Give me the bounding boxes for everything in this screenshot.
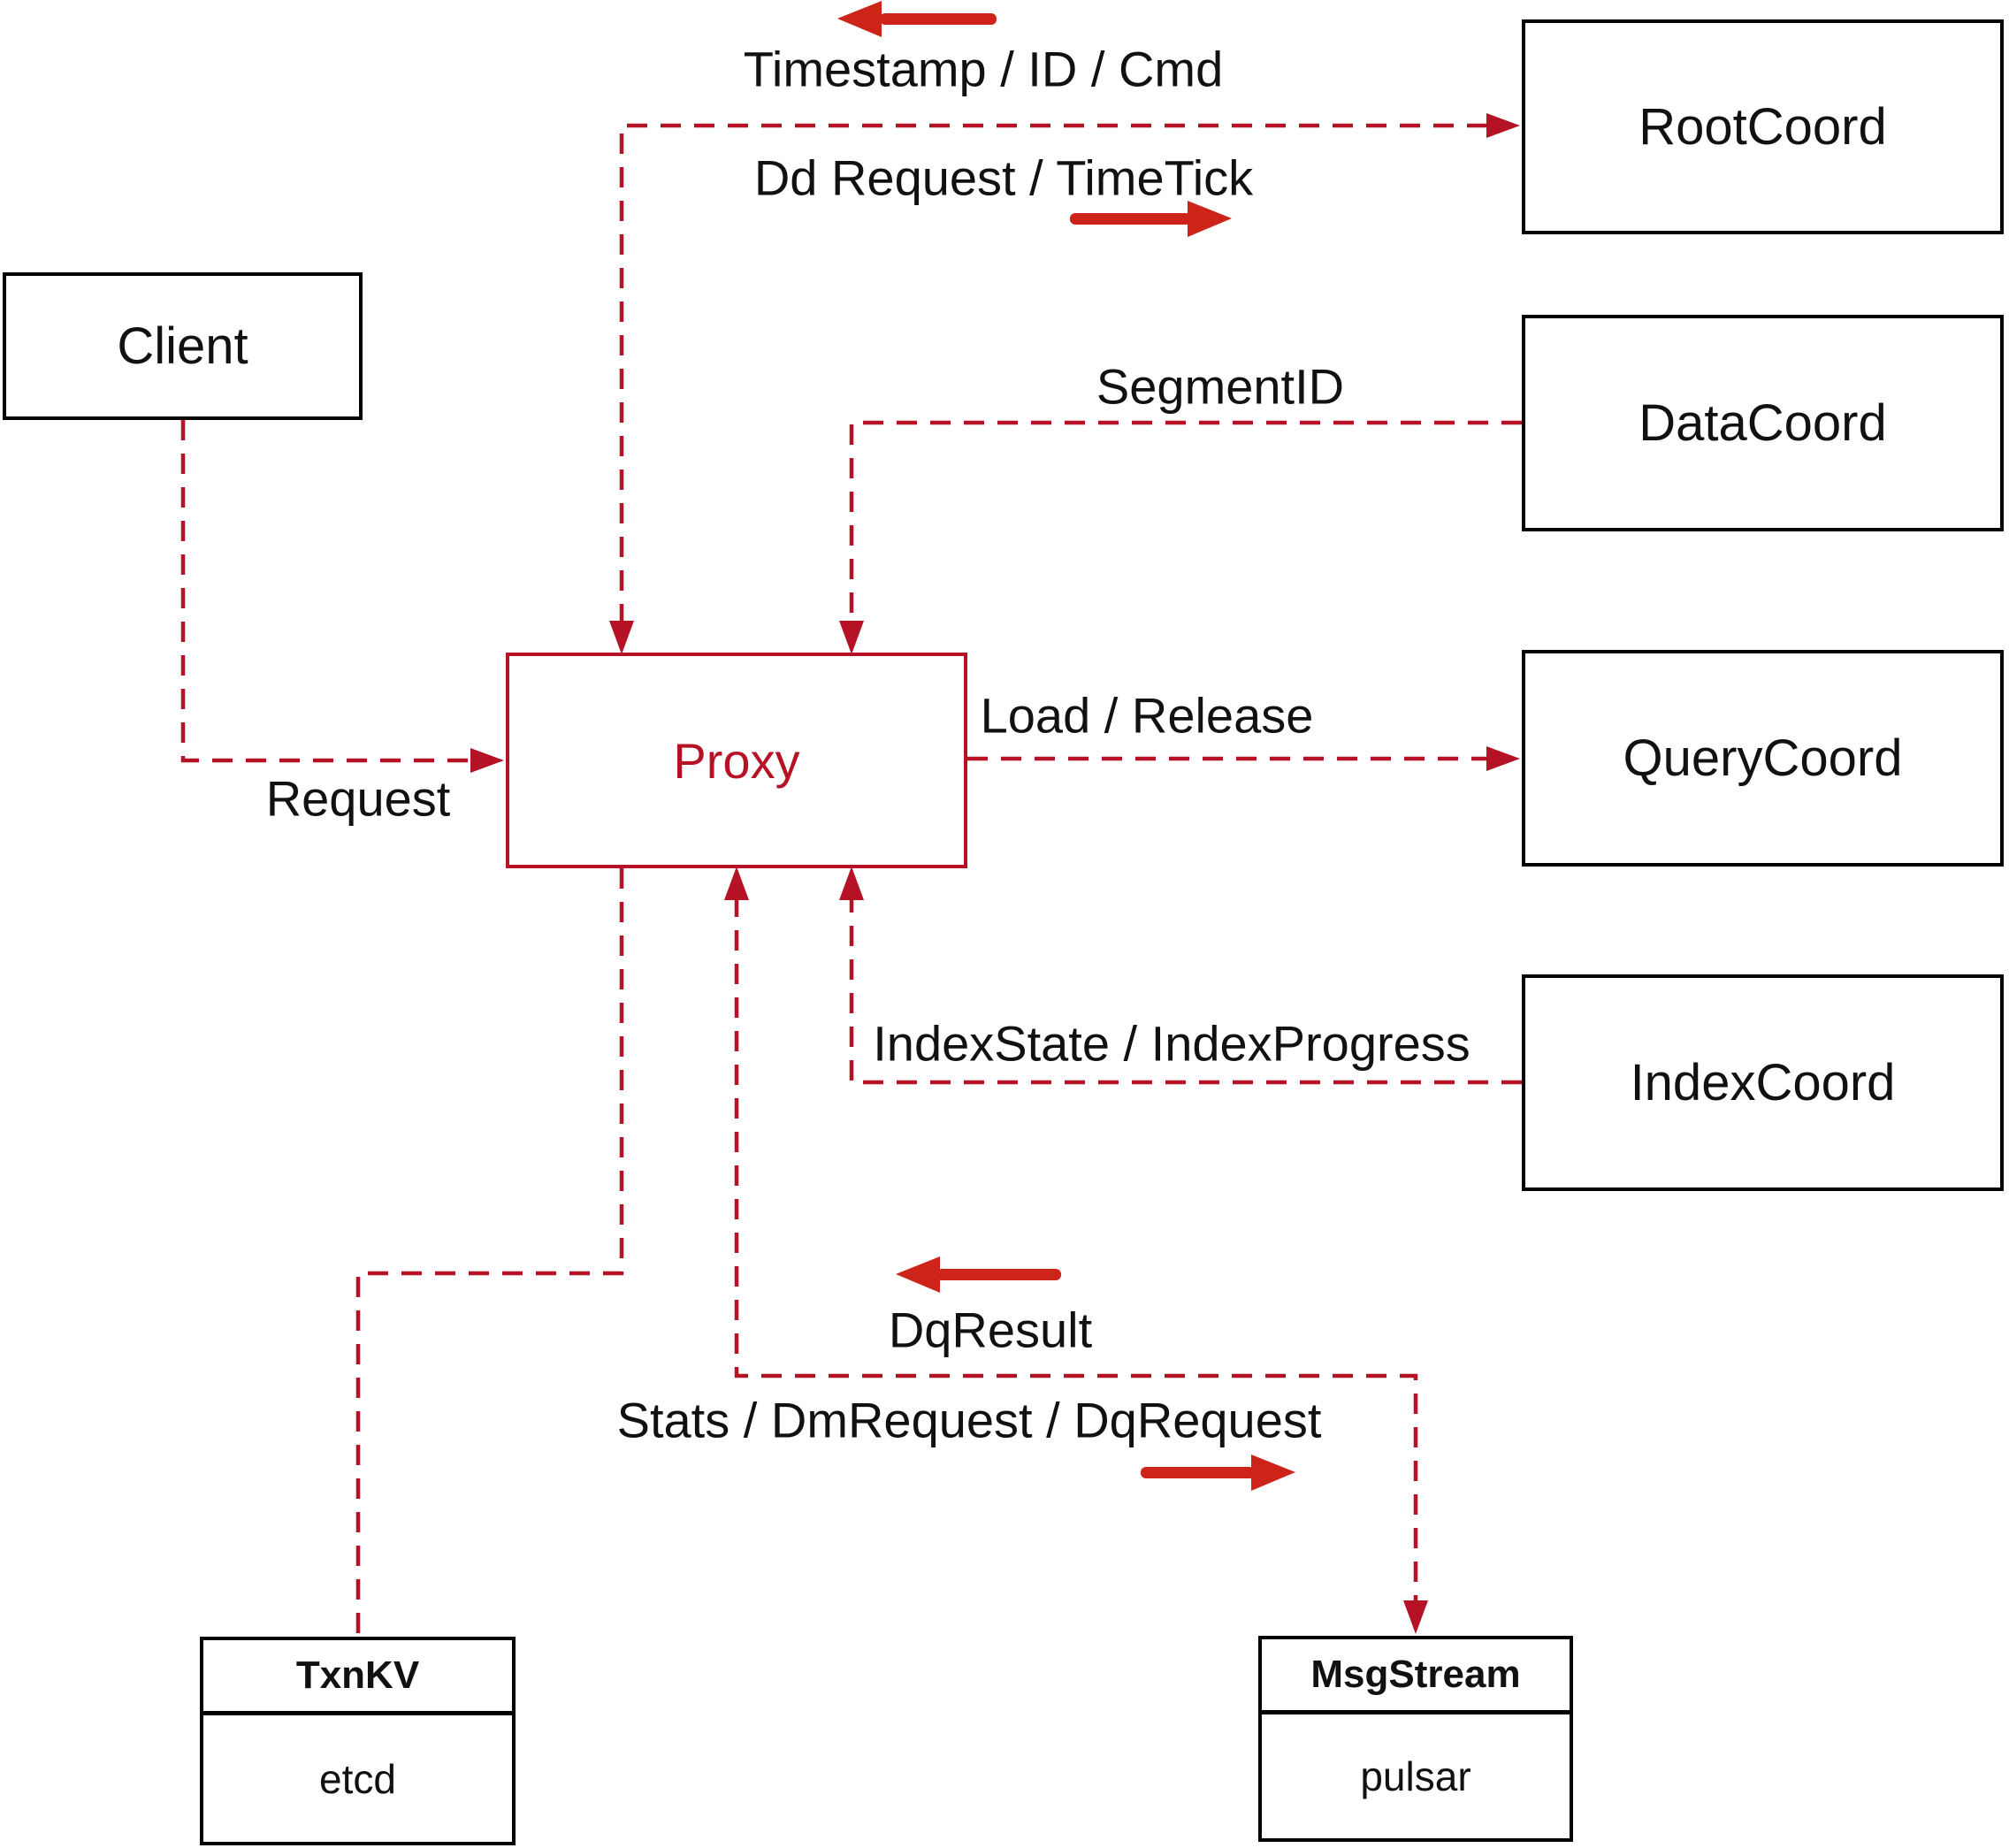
arrowhead-into-msgstream [1403, 1600, 1428, 1634]
node-client: Client [3, 272, 363, 420]
arrowhead-into-proxy-top-left [609, 621, 634, 654]
node-proxy: Proxy [506, 653, 967, 868]
node-querycoord: QueryCoord [1522, 650, 2004, 867]
arrowhead-into-querycoord [1486, 746, 1520, 771]
edge-label-segment-id: SegmentID [1096, 358, 1345, 415]
edge-label-request: Request [265, 770, 451, 827]
edge-client-proxy [180, 420, 475, 763]
node-datacoord: DataCoord [1522, 315, 2004, 531]
edge-label-timestamp: Timestamp / ID / Cmd [743, 41, 1224, 97]
edge-label-dq-result: DqResult [888, 1302, 1093, 1358]
arrow-left-icon-dq-result [896, 1256, 1061, 1293]
node-rootcoord-label: RootCoord [1639, 98, 1887, 156]
node-rootcoord: RootCoord [1522, 19, 2004, 234]
node-indexcoord: IndexCoord [1522, 974, 2004, 1191]
node-msgstream-subtitle: pulsar [1360, 1753, 1471, 1799]
arrowhead-into-proxy-left [470, 748, 504, 773]
node-txnkv-title: TxnKV [203, 1640, 512, 1715]
node-proxy-label: Proxy [673, 732, 800, 789]
edge-label-index-state: IndexState / IndexProgress [873, 1015, 1470, 1072]
arrowhead-into-proxy-top-right [839, 621, 864, 654]
arrow-right-icon-stats [1141, 1455, 1295, 1491]
edge-proxy-rootcoord [619, 123, 1491, 624]
arrow-right-icon-dd-request [1070, 201, 1232, 237]
edge-proxy-txnkv [355, 868, 624, 1635]
edge-label-stats: Stats / DmRequest / DqRequest [616, 1392, 1322, 1448]
node-querycoord-label: QueryCoord [1623, 729, 1903, 787]
arrowhead-into-proxy-bottom-right [839, 867, 864, 900]
edge-label-load-release: Load / Release [980, 687, 1314, 744]
edge-datacoord-proxy [849, 420, 1522, 624]
arrowhead-into-rootcoord [1486, 113, 1520, 138]
node-msgstream-title: MsgStream [1262, 1639, 1570, 1714]
node-client-label: Client [117, 317, 248, 375]
arrowhead-into-proxy-bottom-left [724, 867, 749, 900]
node-msgstream: MsgStream pulsar [1258, 1636, 1573, 1842]
node-txnkv: TxnKV etcd [200, 1637, 516, 1845]
node-datacoord-label: DataCoord [1639, 394, 1887, 452]
node-indexcoord-label: IndexCoord [1630, 1054, 1896, 1111]
node-txnkv-subtitle: etcd [319, 1755, 396, 1802]
edge-proxy-msgstream [734, 897, 1418, 1605]
arrow-left-icon-timestamp [837, 1, 997, 37]
edge-label-dd-request: Dd Request / TimeTick [753, 149, 1254, 206]
